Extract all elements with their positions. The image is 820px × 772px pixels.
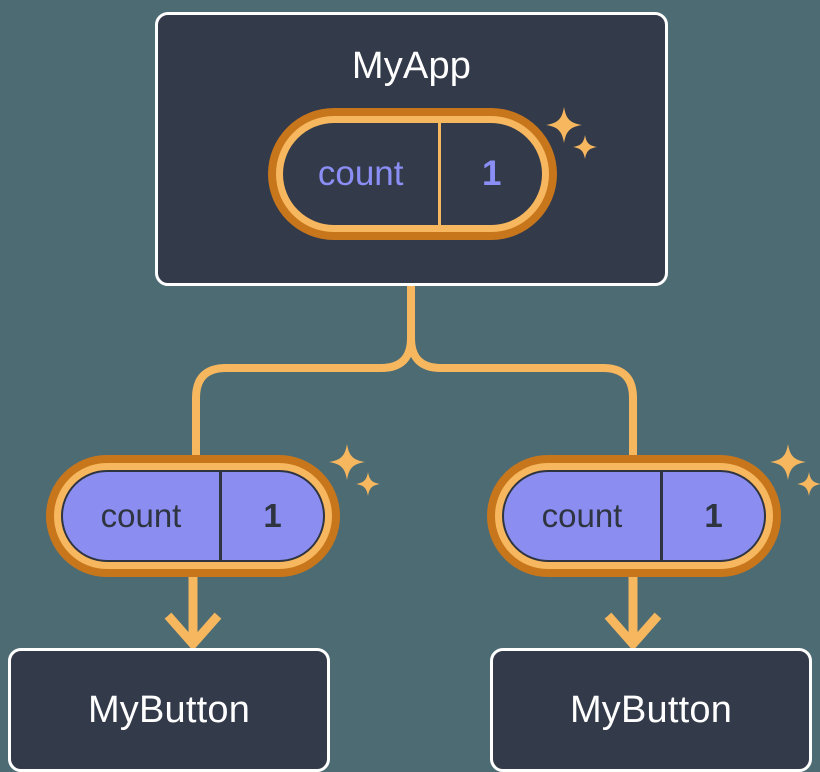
- state-pill-body: count 1: [61, 470, 325, 562]
- state-value-label: 1: [263, 497, 282, 534]
- state-value-label: 1: [704, 497, 723, 534]
- state-value-label: 1: [481, 154, 502, 193]
- state-pill-root[interactable]: count 1: [268, 108, 557, 240]
- connector-branch-right: [407, 334, 637, 459]
- component-title-mybutton: MyButton: [87, 688, 251, 731]
- state-pill-body: count 1: [283, 123, 542, 225]
- state-pill-ring: count 1: [54, 463, 332, 569]
- component-card-mybutton-left[interactable]: MyButton: [8, 648, 330, 772]
- arrow-left-head: [164, 612, 222, 651]
- component-title-mybutton: MyButton: [569, 688, 733, 731]
- state-pill-branch-left[interactable]: count 1: [46, 455, 340, 577]
- component-title-myapp: MyApp: [351, 45, 472, 87]
- component-card-mybutton-right[interactable]: MyButton: [490, 648, 812, 772]
- connector-trunk: [192, 282, 415, 459]
- arrow-right-head: [604, 612, 662, 651]
- state-pill-branch-right[interactable]: count 1: [487, 455, 781, 577]
- state-pill-ring: count 1: [495, 463, 773, 569]
- state-key-label: count: [283, 123, 442, 225]
- state-pill-ring: count 1: [276, 116, 549, 232]
- state-key-label: count: [63, 472, 222, 560]
- state-pill-body: count 1: [502, 470, 766, 562]
- state-key-label: count: [504, 472, 663, 560]
